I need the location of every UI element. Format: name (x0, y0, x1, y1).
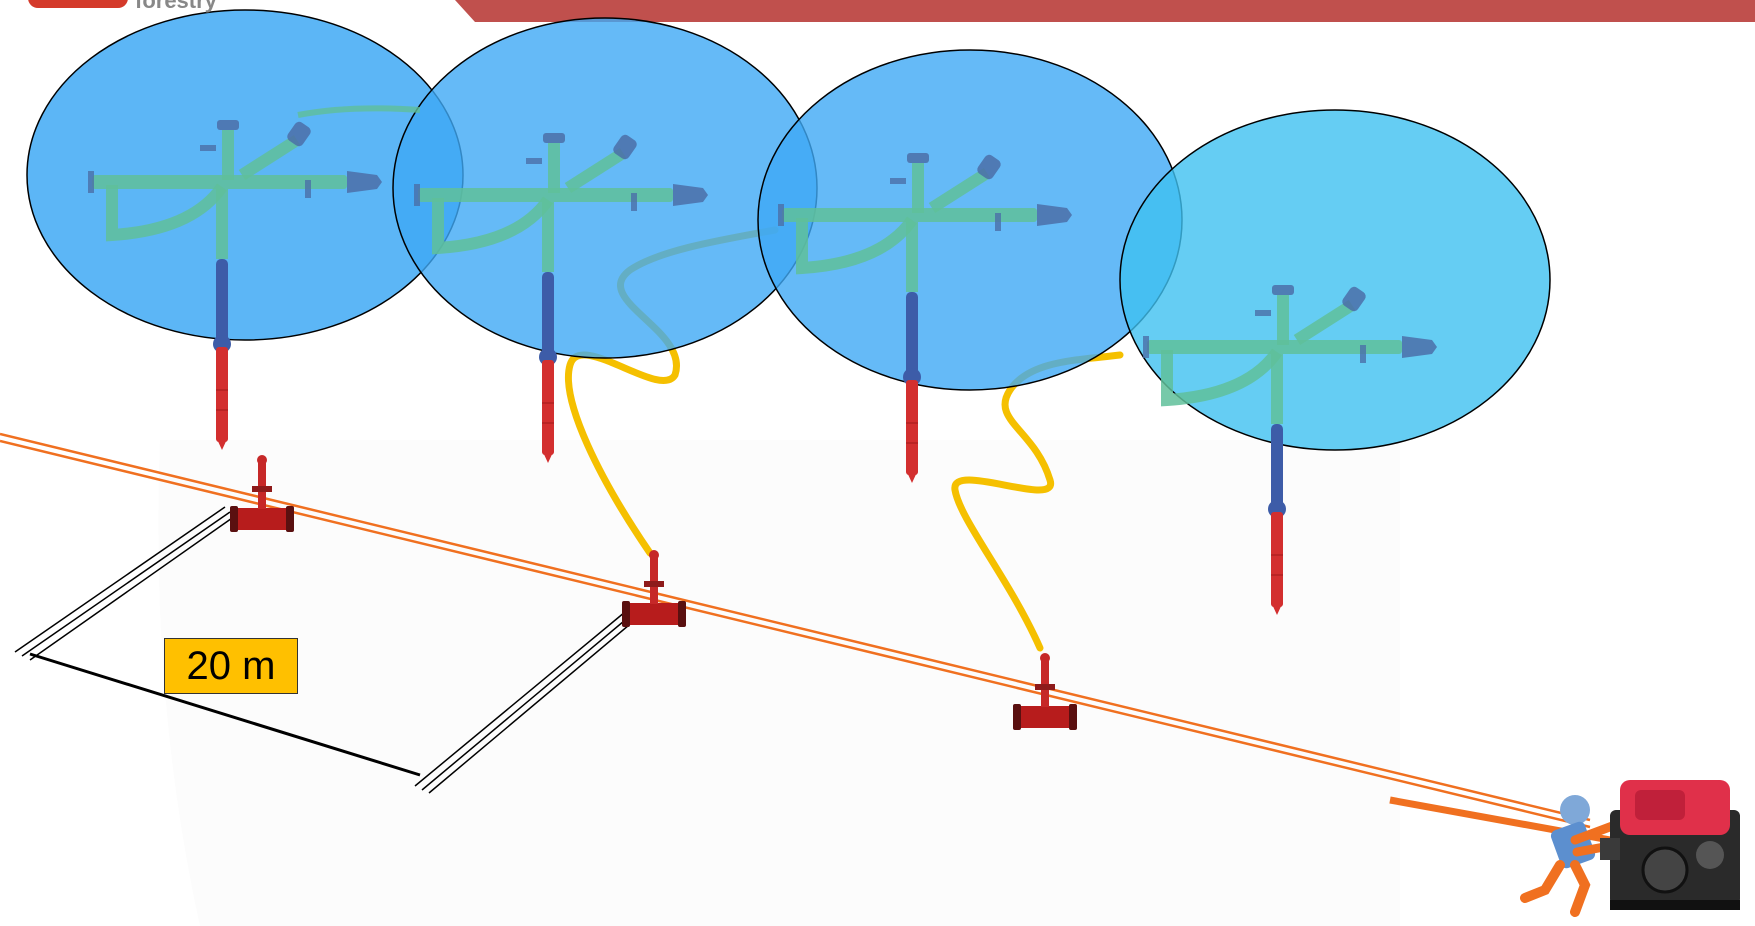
logo-text: forestry (135, 0, 217, 13)
logo: forestry (0, 0, 300, 14)
spray-circle-4 (1119, 109, 1551, 451)
operator-figure-icon (1520, 795, 1620, 917)
fire-pump-icon (1600, 780, 1740, 910)
logo-mark-icon (28, 0, 128, 8)
distance-label: 20 m (164, 638, 298, 694)
ground-area (158, 440, 1400, 926)
measure-lines (14, 506, 636, 794)
header-banner (455, 0, 1755, 22)
spray-circles (26, 9, 1551, 451)
